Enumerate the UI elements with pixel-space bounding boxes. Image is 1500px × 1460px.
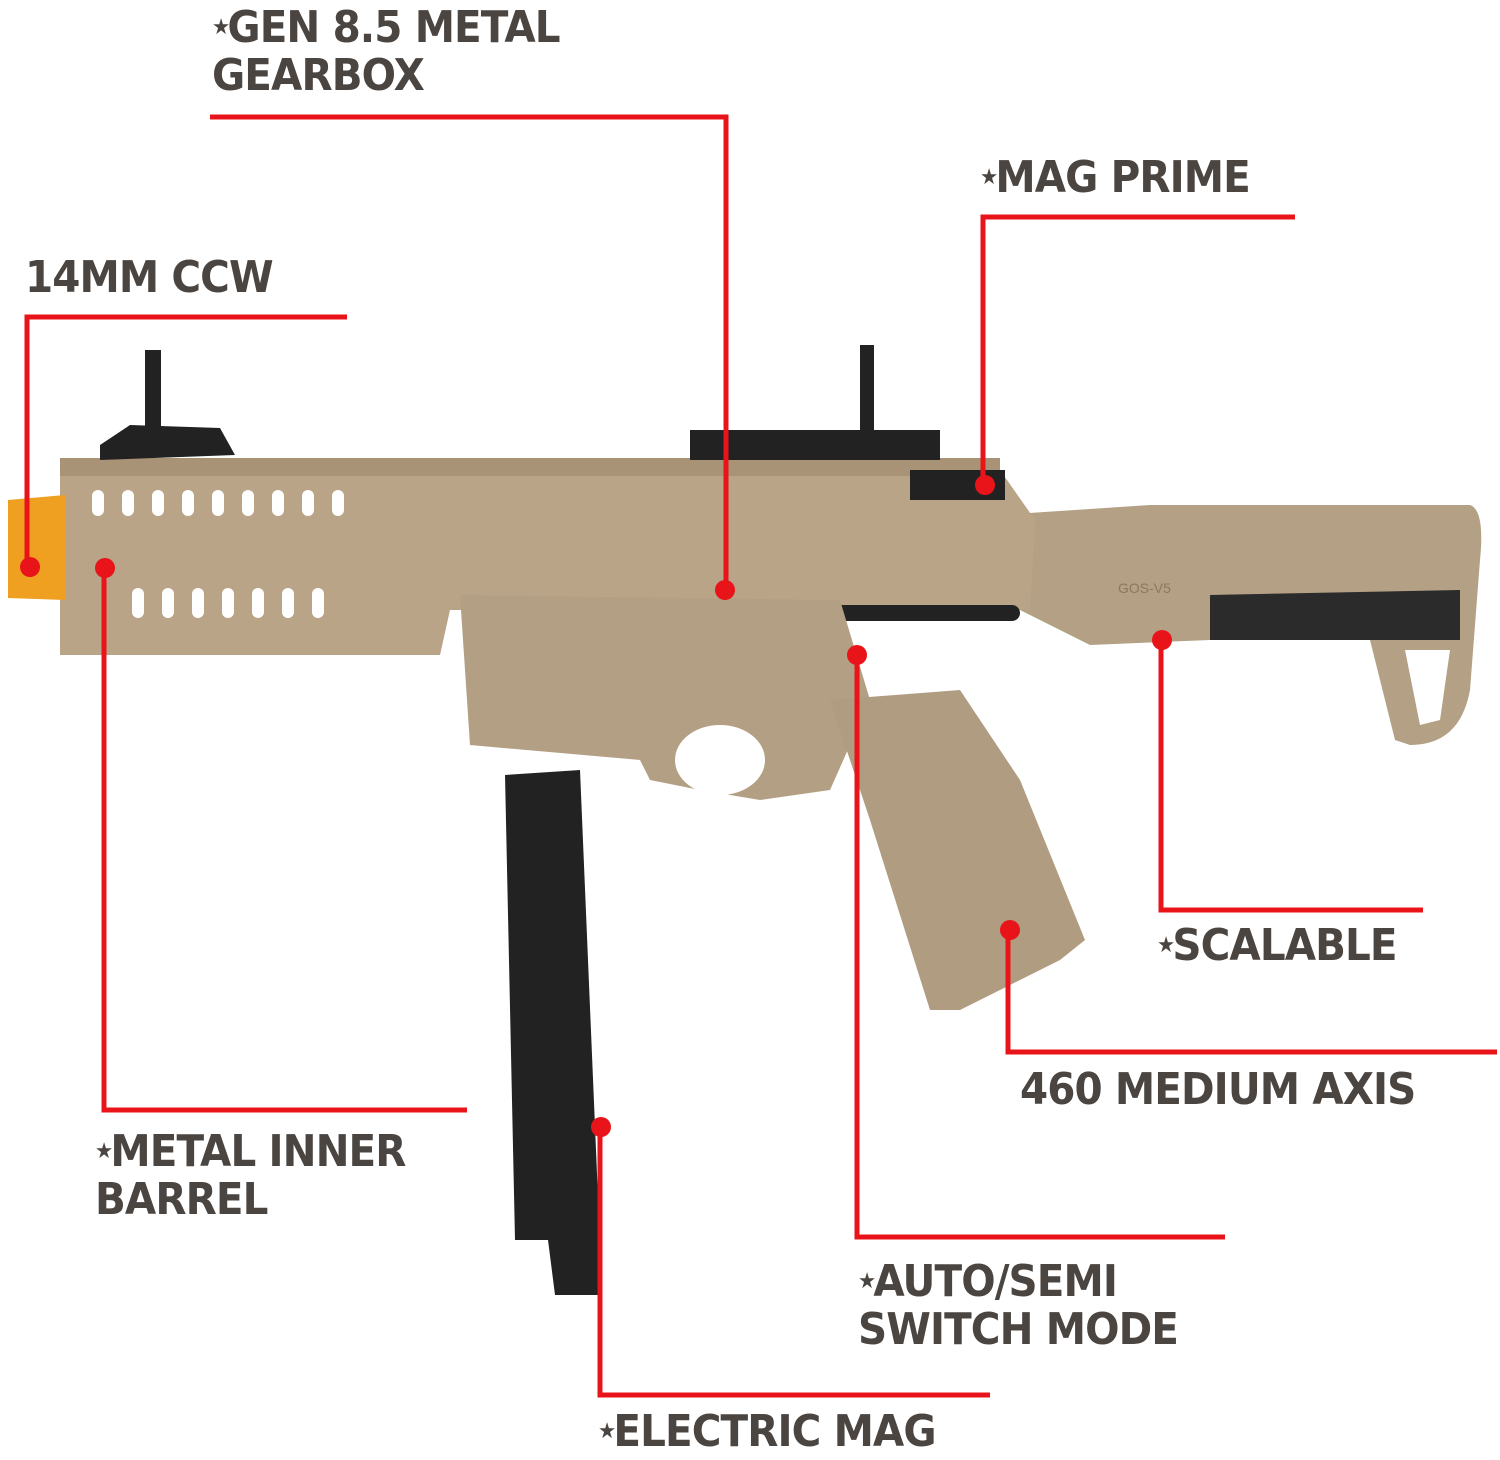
callout-line-electric-mag [597,1127,990,1398]
callout-dots [20,475,1172,1137]
label-scalable: ★Scalable [1157,920,1398,971]
label-electric-mag: ★Electric Mag [598,1406,937,1457]
label-ccw: 14mm CCW [25,252,274,303]
callout-lines [24,114,1497,1398]
label-gearbox: ★Gen 8.5 MetalGearbox [212,2,561,101]
callout-line-switch-mode [854,655,1225,1240]
callout-line-ccw [24,314,347,567]
callout-line-medium-axis [1005,930,1497,1055]
label-mag-prime: ★Mag Prime [980,152,1251,203]
label-inner-barrel: ★Metal InnerBarrel [95,1126,406,1225]
stock-marking: GOS-V5 [1118,580,1171,596]
airsoft-gun: GOS-V5 [8,345,1482,1295]
callout-line-scalable [1158,640,1423,913]
callout-line-gearbox [210,114,729,590]
label-switch-mode: ★Auto/SemiSwitch Mode [858,1256,1179,1355]
callout-line-inner-barrel [101,568,467,1113]
callout-line-mag-prime [980,214,1295,485]
label-medium-axis: 460 Medium Axis [1020,1064,1416,1115]
